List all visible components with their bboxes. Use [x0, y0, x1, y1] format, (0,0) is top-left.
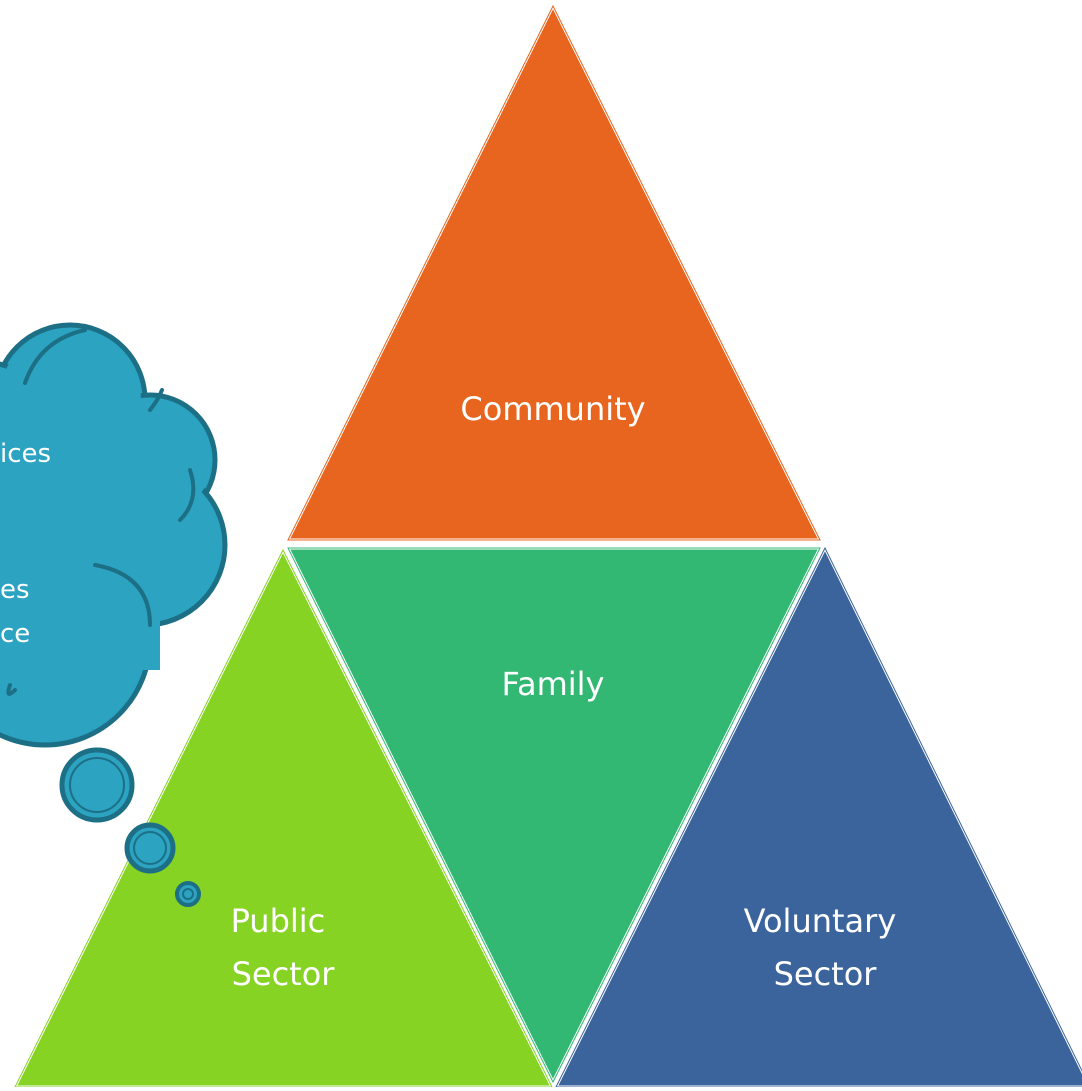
- voluntary-sector-label-line-2: Sector: [774, 955, 878, 993]
- public-sector-label-line-2: Sector: [232, 955, 336, 993]
- family-segment: Family: [285, 546, 823, 1086]
- community-label-line: Community: [460, 390, 645, 428]
- voluntary-sector-label: Voluntary Sector: [744, 902, 907, 993]
- thought-cloud: ices es ce: [0, 322, 228, 907]
- public-sector-label: Public Sector: [231, 902, 336, 993]
- public-sector-label-line-1: Public: [231, 902, 326, 940]
- family-label-line: Family: [502, 665, 605, 703]
- thought-bubble-large: [59, 747, 135, 823]
- community-segment: Community: [285, 2, 823, 542]
- community-triangle: [285, 2, 823, 542]
- cloud-text-line-3: ce: [0, 619, 30, 649]
- thought-bubble-small: [175, 881, 201, 907]
- community-label: Community: [460, 390, 645, 428]
- cloud-text-line-2: es: [0, 575, 30, 605]
- thought-bubbles: [59, 747, 201, 907]
- family-label: Family: [502, 665, 605, 703]
- cloud-text-line-1: ices: [0, 439, 51, 469]
- voluntary-sector-label-line-1: Voluntary: [744, 902, 897, 940]
- cloud-text: ices es ce: [0, 439, 59, 649]
